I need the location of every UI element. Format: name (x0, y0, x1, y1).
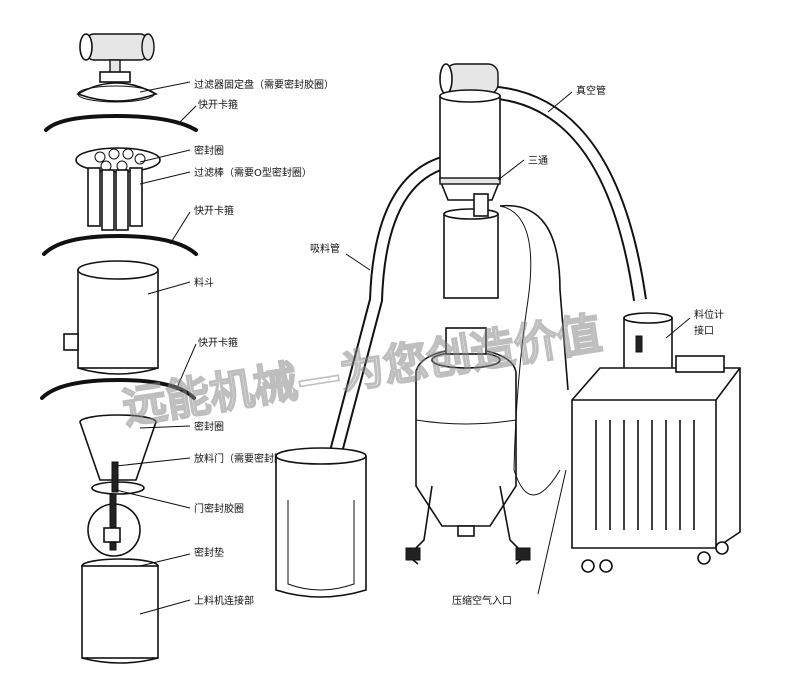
label-quick-clamp-2: 快开卡箍 (194, 204, 234, 217)
label-level-meter-1: 料位计 (694, 308, 724, 321)
hopper-part (63, 260, 159, 375)
quick-clamp-1 (44, 113, 198, 132)
label-tee: 三通 (528, 155, 548, 167)
label-seal-ring-1: 密封圈 (194, 144, 224, 157)
label-seal-ring-2: 密封圈 (194, 420, 224, 433)
filter-rod-part (75, 147, 161, 231)
label-filter-plate: 过滤器固定盘（需要密封胶圈） (194, 78, 334, 91)
label-vacuum-pipe: 真空管 (576, 84, 606, 97)
filter-plate-part (76, 33, 158, 103)
label-compressed-air: 压缩空气入口 (452, 594, 512, 607)
discharge-part (79, 414, 157, 557)
label-discharge-door: 放料门（需要密封圈） (194, 452, 294, 465)
label-suction-pipe: 吸料管 (310, 242, 340, 255)
right-labels: 真空管 三通 吸料管 料位计 接口 压缩空气入口 (310, 84, 724, 607)
label-loader-connector: 上料机连接部 (194, 594, 254, 607)
label-quick-clamp-1: 快开卡箍 (198, 98, 238, 111)
exploded-view (40, 33, 198, 664)
label-seal-pad: 密封垫 (194, 546, 224, 559)
left-labels: 过滤器固定盘（需要密封胶圈） 快开卡箍 密封圈 过滤棒（需要O型密封圈） 快开卡… (194, 78, 334, 607)
label-level-meter-2: 接口 (694, 324, 714, 337)
label-filter-rod: 过滤棒（需要O型密封圈） (194, 166, 312, 179)
loader-connector-part (81, 558, 159, 664)
label-hopper: 料斗 (194, 276, 214, 289)
label-quick-clamp-3: 快开卡箍 (198, 336, 238, 349)
quick-clamp-3 (40, 377, 196, 400)
left-leader-lines (115, 81, 197, 615)
right-leader-lines (345, 91, 691, 595)
quick-clamp-2 (42, 233, 198, 256)
control-cabinet (571, 355, 741, 573)
assembly-view (275, 63, 741, 598)
label-door-seal: 门密封胶圈 (194, 502, 244, 515)
